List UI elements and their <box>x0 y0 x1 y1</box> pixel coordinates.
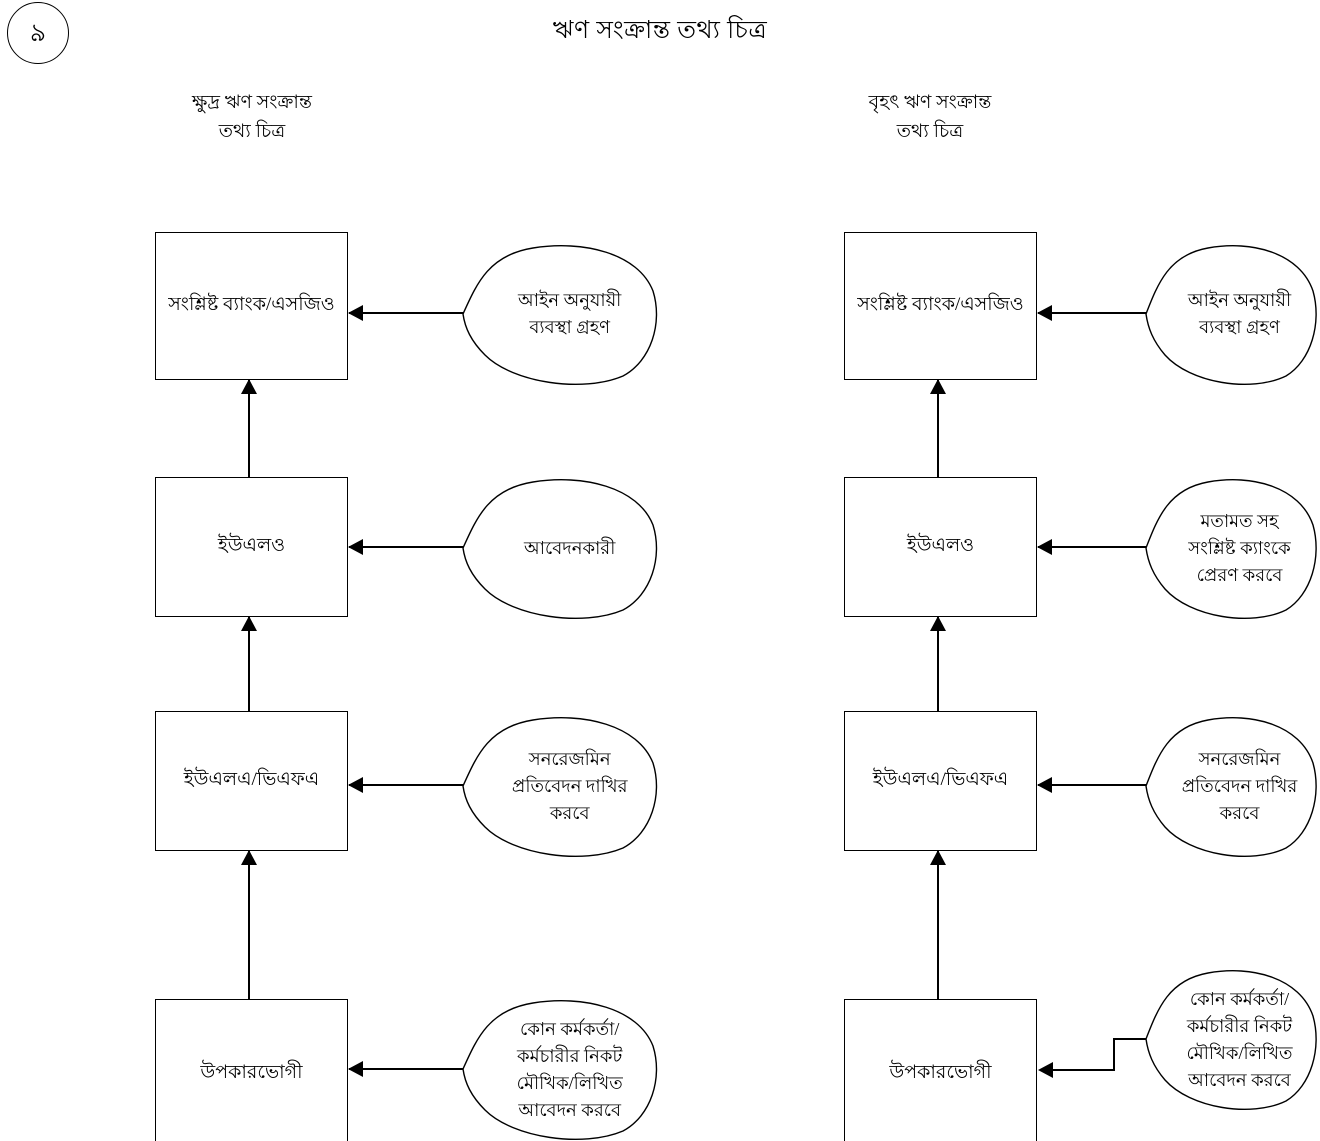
column-title-line2: তথ্য চিত্র <box>218 121 286 143</box>
callout-line: সনরেজমিন <box>528 748 611 769</box>
process-box-small-loan-step1[interactable]: সংশ্লিষ্ট ব্যাংক/এসজিও <box>155 232 348 380</box>
callout-line: মৌখিক/লিখিত <box>1186 1042 1293 1063</box>
column-title-small-loan: ক্ষুদ্র ঋণ সংক্রান্ত তথ্য চিত্র <box>102 88 402 147</box>
process-box-large-loan-step3[interactable]: ইউএলএ/ভিএফএ <box>844 711 1037 851</box>
callout-line: করবে <box>549 802 590 823</box>
process-box-large-loan-step1[interactable]: সংশ্লিষ্ট ব্যাংক/এসজিও <box>844 232 1037 380</box>
callout-large-loan-step3: সনরেজমিন প্রতিবেদন দাখির করবে <box>1145 715 1317 858</box>
callout-arrow-small-loan-step2 <box>349 546 467 548</box>
callout-small-loan-step3: সনরেজমিন প্রতিবেদন দাখির করবে <box>462 715 658 857</box>
callout-line: সংশ্লিষ্ট ক্যাংকে <box>1188 537 1291 558</box>
callout-large-loan-step1: আইন অনুযায়ী ব্যবস্থা গ্রহণ <box>1145 243 1317 386</box>
callout-arrow-large-loan-step1 <box>1038 312 1148 314</box>
callout-text: আবেদনকারী <box>494 477 645 619</box>
callout-arrow-small-loan-step3 <box>349 784 467 786</box>
callout-line: ব্যবস্থা গ্রহণ <box>529 317 611 337</box>
callout-text: আইন অনুযায়ী ব্যবস্থা গ্রহণ <box>1173 243 1306 385</box>
callout-text: কোন কর্মকর্তা/ কর্মচারীর নিকট মৌখিক/লিখি… <box>1173 968 1306 1111</box>
flow-arrow-large-loan-step2-to-step1 <box>937 380 939 477</box>
callout-line: প্রতিবেদন দাখির <box>511 775 628 796</box>
flow-arrow-small-loan-step2-to-step1 <box>248 380 250 477</box>
callout-text: কোন কর্মকর্তা/ কর্মচারীর নিকট মৌখিক/লিখি… <box>494 998 645 1141</box>
flow-arrow-small-loan-step4-to-step3 <box>248 851 250 999</box>
callout-line: প্রতিবেদন দাখির <box>1181 775 1298 796</box>
column-title-line1: বৃহৎ ঋণ সংক্রান্ত <box>868 92 992 113</box>
callout-small-loan-step4: কোন কর্মকর্তা/ কর্মচারীর নিকট মৌখিক/লিখি… <box>462 998 658 1141</box>
callout-text: মতামত সহ সংশ্লিষ্ট ক্যাংকে প্রেরণ করবে <box>1173 477 1306 619</box>
callout-line: আবেদন করবে <box>518 1099 622 1120</box>
callout-arrow-large-loan-step3 <box>1038 784 1150 786</box>
callout-large-loan-step2: মতামত সহ সংশ্লিষ্ট ক্যাংকে প্রেরণ করবে <box>1145 477 1317 620</box>
callout-small-loan-step1: আইন অনুযায়ী ব্যবস্থা গ্রহণ <box>462 243 658 385</box>
flow-arrow-large-loan-step3-to-step2 <box>937 617 939 711</box>
callout-line: আইন অনুযায়ী <box>518 290 622 310</box>
callout-small-loan-step2: আবেদনকারী <box>462 477 658 619</box>
callout-line: আবেদনকারী <box>524 537 616 558</box>
callout-line: কর্মচারীর নিকট <box>517 1045 623 1066</box>
flow-arrow-large-loan-step4-to-step3 <box>937 851 939 999</box>
column-title-line1: ক্ষুদ্র ঋণ সংক্রান্ত <box>192 92 312 113</box>
process-box-label: ইউএলও <box>906 535 975 556</box>
process-box-label: ইউএলএ/ভিএফএ <box>183 769 320 790</box>
process-box-label: সংশ্লিষ্ট ব্যাংক/এসজিও <box>857 294 1024 315</box>
callout-elbow-arrow-large-loan-step4 <box>1038 1038 1155 1078</box>
callout-line: করবে <box>1219 802 1260 823</box>
callout-line: আইন অনুযায়ী <box>1187 290 1292 310</box>
callout-line: মতামত সহ <box>1200 510 1279 531</box>
process-box-small-loan-step4[interactable]: উপকারভোগী <box>155 999 348 1141</box>
process-box-label: উপকারভোগী <box>889 1062 992 1083</box>
process-box-small-loan-step2[interactable]: ইউএলও <box>155 477 348 617</box>
callout-line: কোন কর্মকর্তা/ <box>520 1018 620 1039</box>
process-box-large-loan-step4[interactable]: উপকারভোগী <box>844 999 1037 1141</box>
process-box-label: ইউএলএ/ভিএফএ <box>872 769 1009 790</box>
callout-arrow-small-loan-step4 <box>349 1068 467 1070</box>
callout-text: আইন অনুযায়ী ব্যবস্থা গ্রহণ <box>494 243 645 385</box>
callout-line: সনরেজমিন <box>1198 748 1281 769</box>
callout-line: কর্মচারীর নিকট <box>1186 1015 1293 1036</box>
callout-line: কোন কর্মকর্তা/ <box>1189 988 1290 1009</box>
callout-line: আবেদন করবে <box>1188 1069 1291 1090</box>
flow-arrow-small-loan-step3-to-step2 <box>248 617 250 711</box>
callout-arrow-small-loan-step1 <box>349 312 465 314</box>
callout-text: সনরেজমিন প্রতিবেদন দাখির করবে <box>1173 715 1306 857</box>
callout-large-loan-step4: কোন কর্মকর্তা/ কর্মচারীর নিকট মৌখিক/লিখি… <box>1145 968 1317 1111</box>
process-box-large-loan-step2[interactable]: ইউএলও <box>844 477 1037 617</box>
process-box-label: ইউএলও <box>217 535 286 556</box>
callout-arrow-large-loan-step2 <box>1038 546 1150 548</box>
callout-text: সনরেজমিন প্রতিবেদন দাখির করবে <box>494 715 645 857</box>
process-box-label: সংশ্লিষ্ট ব্যাংক/এসজিও <box>168 294 335 315</box>
process-box-label: উপকারভোগী <box>200 1062 303 1083</box>
callout-line: প্রেরণ করবে <box>1196 564 1283 585</box>
callout-line: ব্যবস্থা গ্রহণ <box>1199 317 1280 337</box>
column-title-large-loan: বৃহৎ ঋণ সংক্রান্ত তথ্য চিত্র <box>780 88 1080 147</box>
callout-line: মৌখিক/লিখিত <box>516 1072 623 1093</box>
column-title-line2: তথ্য চিত্র <box>896 121 964 143</box>
process-box-small-loan-step3[interactable]: ইউএলএ/ভিএফএ <box>155 711 348 851</box>
page-title: ঋণ সংক্রান্ত তথ্য চিত্র <box>552 17 768 44</box>
page-number-label: ৯ <box>29 19 47 47</box>
page-number-badge: ৯ <box>7 2 69 64</box>
